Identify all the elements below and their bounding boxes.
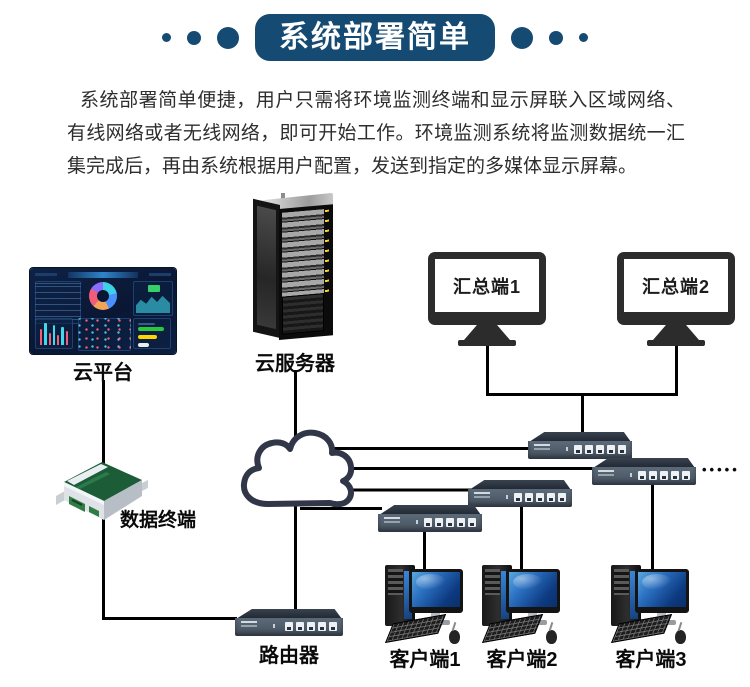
aggregator1-label: 汇总端1 [435,259,539,312]
pc-monitor [635,569,689,613]
monitor-base [458,340,516,346]
rack-units [282,209,324,297]
dashboard-decoration [149,273,171,276]
progress-bar [138,335,158,339]
switch-front [378,514,482,532]
bar [52,325,56,345]
decorative-dot-icon [549,30,563,45]
monitor-frame: 汇总端2 [617,252,735,325]
cloud-server-rack [253,192,333,344]
client2-computer [481,562,563,650]
client3-computer [610,562,692,650]
ethernet-ports-icon [638,471,690,480]
section-title: 系统部署简单 [255,14,495,61]
lan-switch-1 [528,432,632,459]
monitor-stand [464,324,510,340]
aggregator2-label: 汇总端2 [624,259,728,312]
ethernet-ports-icon [285,622,337,631]
mouse-icon [449,630,460,644]
switch-front [592,467,696,485]
progress-caption [138,323,155,325]
switch-front [468,489,572,507]
section-header: 系统部署简单 [0,14,750,61]
cloud-platform-label: 云平台 [73,362,133,384]
client2-label: 客户端2 [486,649,558,671]
aggregator2-monitor: 汇总端2 [617,252,735,346]
router-label: 路由器 [259,645,319,667]
switch-brand [384,517,400,519]
decorative-dot-icon [187,30,201,45]
bar [65,331,68,345]
bar [61,327,64,345]
more-devices-ellipsis: ••••• [702,462,740,477]
switch-led [630,473,632,477]
pc-monitor [506,569,560,613]
switch-top [529,432,631,442]
monitor-frame: 汇总端1 [428,252,546,325]
data-terminal-label: 数据终端 [120,510,197,531]
decorative-dot-icon [217,26,239,49]
switch-brand [598,470,614,472]
data-terminal-device [56,462,148,520]
chart-tag [148,285,160,292]
rack-mesh [282,293,324,335]
bar [40,329,43,345]
dashboard-title-bar [68,272,138,278]
switch-brand [474,492,490,494]
lan-switch-4 [378,505,482,532]
switch-led [566,447,568,451]
decorative-dot-icon [511,26,533,49]
bar [44,323,47,345]
aggregator1-monitor: 汇总端1 [428,252,546,346]
switch-top [236,609,342,619]
internet-cloud-icon [240,429,355,508]
rack-front-panel [279,204,333,340]
ethernet-ports-icon [424,518,476,527]
rack-leds [325,209,329,294]
decorative-dot-icon [579,33,588,42]
dashboard-progress-panel [133,318,171,349]
cloud-server-label: 云服务器 [255,353,335,375]
switch-front [528,441,632,459]
rack-side-panel [253,198,280,338]
client3-label: 客户端3 [615,649,687,671]
ethernet-ports-icon [514,493,566,502]
bar [48,333,51,345]
intro-paragraph: 系统部署简单便捷，用户只需将环境监测终端和显示屏联入区域网络、有线网络或者无线网… [67,90,685,177]
router-device [235,609,343,636]
client1-label: 客户端1 [389,649,461,671]
pc-monitor [409,569,463,613]
monitor-base [647,340,705,346]
switch-led [416,520,418,524]
switch-led [506,495,508,499]
area-shape [136,295,170,313]
mouse-icon [546,630,557,644]
monitor-stand [653,324,699,340]
progress-bar [138,343,150,347]
dashboard-list-panel [35,281,81,324]
switch-brand [241,621,257,623]
dashboard-bar-chart [35,318,73,349]
dashboard-scatter-chart [78,318,131,351]
dashboard-donut-chart [89,282,117,310]
switch-brand [534,444,550,446]
cloud-platform-dashboard [30,268,176,354]
switch-led [273,624,275,628]
switch-front [235,618,343,636]
switch-top [469,480,571,490]
lan-switch-2 [592,458,696,485]
progress-bar [138,327,164,331]
ethernet-ports-icon [574,445,626,454]
switch-top [593,458,695,468]
bar [57,335,60,345]
dashboard-area-chart [133,281,173,316]
switch-top [379,505,481,515]
decorative-dot-icon [162,33,171,42]
client1-computer [384,562,466,650]
lan-switch-3 [468,480,572,507]
dashboard-decoration [35,273,57,276]
mouse-icon [675,630,686,644]
